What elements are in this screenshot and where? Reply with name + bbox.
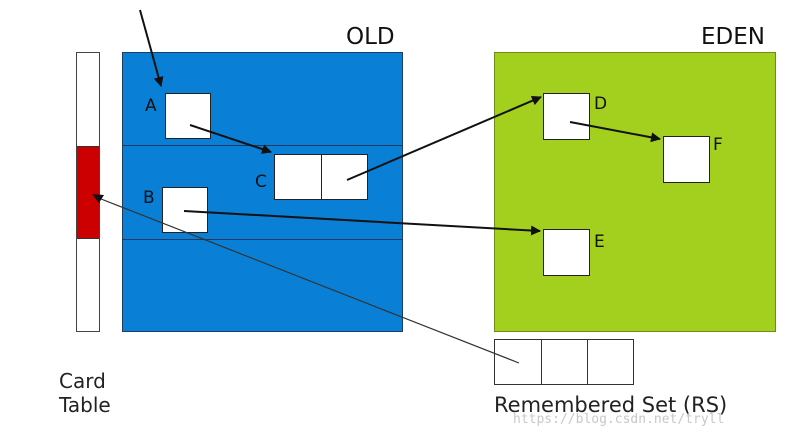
- a-to-c-arrow: [189, 124, 272, 154]
- remembered-set-divider: [541, 340, 542, 384]
- object-e: [543, 229, 590, 276]
- object-f-label: F: [713, 135, 723, 155]
- card-table-label-line1: Card: [59, 369, 106, 393]
- remembered-set-label: Remembered Set (RS): [494, 393, 728, 417]
- watermark: https://blog.csdn.net/tryll: [513, 412, 725, 427]
- old-region-title: OLD: [346, 24, 395, 50]
- b-to-e-arrow: [183, 210, 541, 236]
- object-d-label: D: [594, 94, 608, 114]
- dirty-card: [77, 146, 99, 239]
- object-c-label: C: [255, 172, 267, 192]
- card-pointer-head: [92, 194, 104, 203]
- card-to-rs-line: [95, 196, 520, 364]
- card-boundary-line: [122, 239, 403, 240]
- c-to-d-arrow: [346, 95, 542, 181]
- root-to-a-arrow: [139, 9, 164, 87]
- d-to-f-arrow: [569, 121, 661, 143]
- eden-region-title: EDEN: [701, 24, 765, 50]
- object-d: [543, 93, 590, 140]
- object-a-label: A: [145, 96, 157, 116]
- object-f: [663, 136, 710, 183]
- remembered-set-divider: [587, 340, 588, 384]
- card-table-label-line2: Table: [59, 393, 111, 417]
- object-c-divider: [321, 154, 322, 200]
- object-b-label: B: [143, 188, 155, 208]
- card-table-label: Card Table: [59, 369, 111, 417]
- object-e-label: E: [594, 232, 605, 252]
- object-a: [165, 93, 211, 139]
